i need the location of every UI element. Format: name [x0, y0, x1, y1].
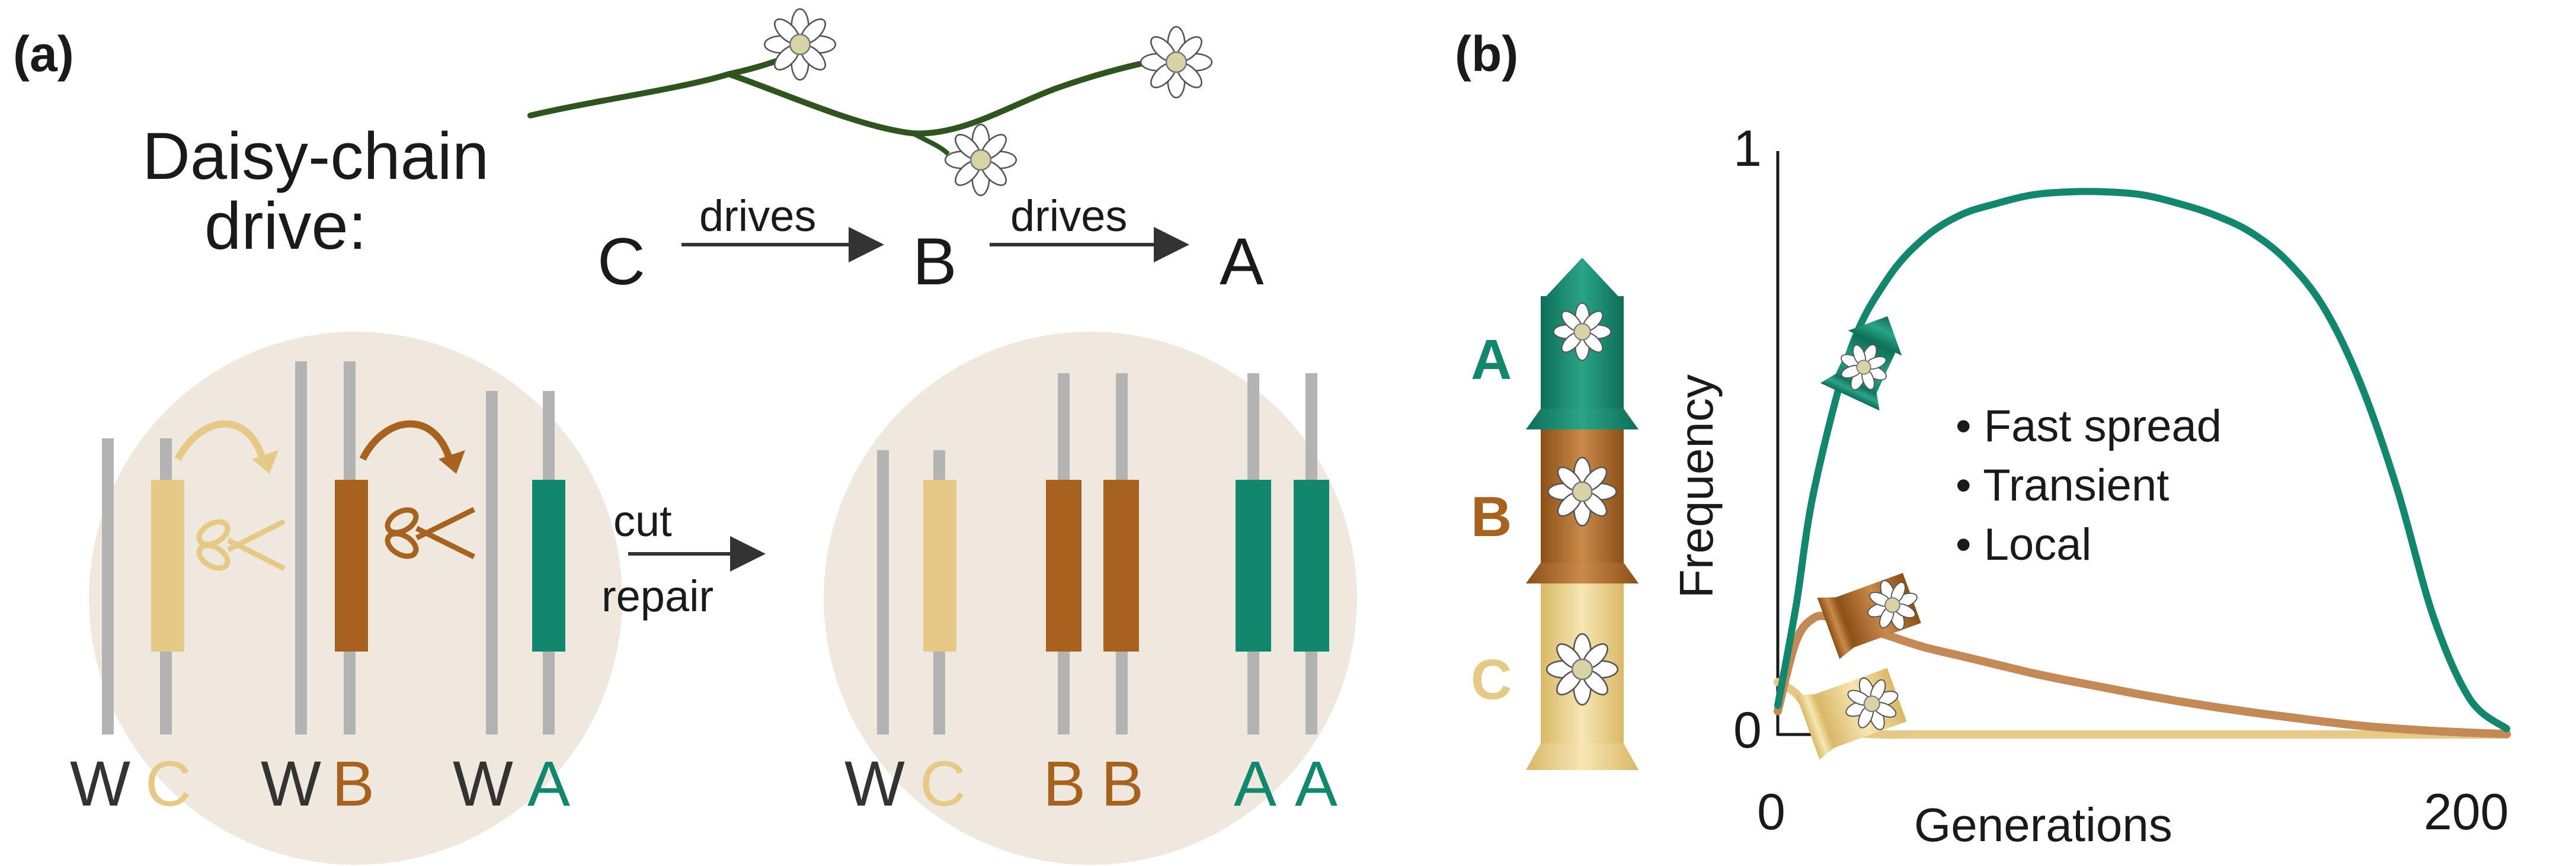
after-allele-labels: W C B B A A [844, 748, 1337, 819]
daisy-drive-arrow [1526, 258, 1639, 770]
title-line2: drive: [204, 189, 367, 263]
chain-drives-2: drives [1010, 191, 1127, 240]
allele-label: W [261, 748, 321, 819]
bullet-transient: • Transient [1956, 460, 2169, 511]
panel-b: (b) A B C 1 0 0 [1455, 26, 2511, 851]
daisy-chain-illustration [527, 8, 1213, 197]
b-gene-block [1046, 480, 1081, 652]
allele-label: A [1234, 748, 1276, 819]
bullet-fast-spread: • Fast spread [1956, 401, 2222, 451]
allele-label: A [1295, 748, 1337, 819]
arrow-label-b: B [1471, 485, 1512, 549]
bullet-local: • Local [1956, 519, 2091, 570]
allele-label: B [332, 748, 375, 819]
y-tick-0: 0 [1733, 702, 1762, 759]
daisy-icon [944, 123, 1017, 197]
c-gene-block [151, 480, 184, 652]
chain-b: B [913, 224, 957, 299]
y-tick-1: 1 [1733, 120, 1762, 177]
before-allele-labels: W C W B W A [70, 748, 570, 819]
x-axis-label: Generations [1914, 798, 2172, 851]
panel-b-label: (b) [1455, 26, 1518, 82]
title-line1: Daisy-chain [142, 119, 489, 193]
a-gene-block [1294, 480, 1329, 652]
daisy-icon [763, 8, 837, 81]
cell-after [824, 332, 1357, 865]
allele-label: B [1101, 748, 1144, 819]
allele-label: W [70, 748, 130, 819]
a-gene-block [1236, 480, 1271, 652]
x-tick-200: 200 [2424, 784, 2509, 841]
panel-a: (a) Daisy-chain drive: C drives B drives… [13, 8, 1357, 865]
panel-a-label: (a) [13, 26, 74, 82]
allele-label: C [145, 748, 191, 819]
scissors-icon [196, 518, 286, 572]
x-tick-0: 0 [1757, 784, 1785, 841]
b-gene-block [1103, 480, 1139, 652]
arrow-label-a: A [1471, 328, 1512, 392]
c-gene-block [923, 480, 956, 652]
allele-label: B [1043, 748, 1086, 819]
repair-label: repair [601, 572, 713, 621]
mini-drive-c-icon [1796, 668, 1908, 759]
allele-label: A [527, 748, 570, 819]
b-gene-block [335, 480, 368, 652]
chain-a: A [1220, 224, 1264, 299]
mini-drive-a-icon [1820, 316, 1902, 411]
a-gene-block [532, 480, 565, 652]
scissors-icon [385, 506, 475, 560]
daisy-icon [1140, 25, 1213, 99]
cut-label: cut [613, 496, 672, 546]
arrow-label-c: C [1471, 648, 1512, 711]
allele-label: W [844, 748, 905, 819]
mini-drive-b-icon [1817, 571, 1927, 659]
bullet-list: • Fast spread • Transient • Local [1956, 401, 2222, 570]
y-axis-label: Frequency [1670, 374, 1723, 598]
allele-label: C [920, 748, 966, 819]
allele-label: W [453, 748, 513, 819]
cell-before [89, 332, 622, 865]
chain-c: C [597, 224, 645, 299]
chain-drives-1: drives [699, 191, 816, 240]
